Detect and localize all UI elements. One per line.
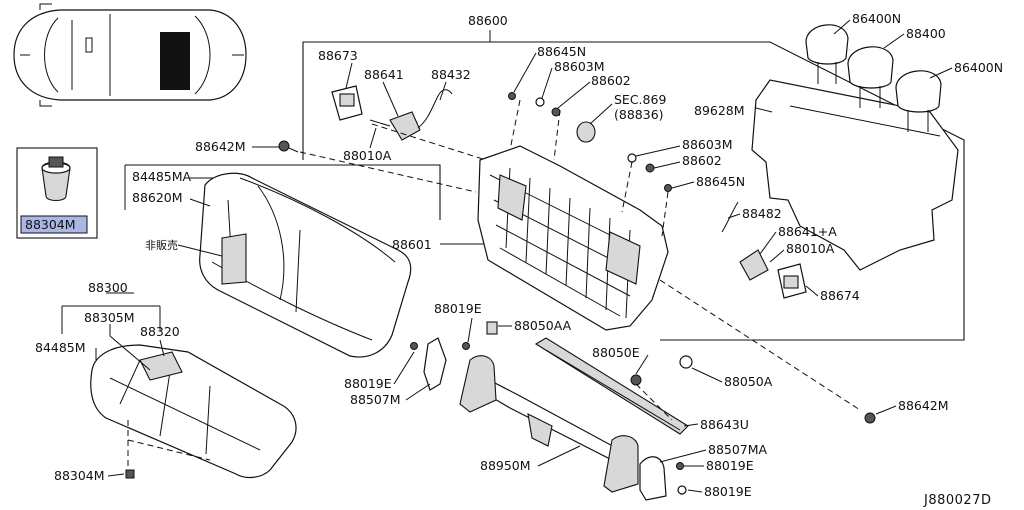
part-label-88645n-mid: 88645N bbox=[696, 174, 745, 189]
clip-88603m-top[interactable] bbox=[535, 97, 545, 107]
assembly-frame-88600: 88600 bbox=[124, 13, 965, 341]
highlight-badge bbox=[20, 215, 88, 234]
part-88304m-box[interactable]: 88304M bbox=[16, 147, 98, 239]
part-label-88641-a: 88641+A bbox=[778, 224, 837, 239]
part-label-89628m: 89628M bbox=[694, 103, 745, 118]
cable-88432 bbox=[417, 89, 453, 129]
striker-88673[interactable] bbox=[331, 85, 363, 121]
part-label-88643u: 88643U bbox=[700, 417, 749, 432]
fastener-88642m-left[interactable] bbox=[278, 140, 299, 153]
part-label-88304m-box: 88304M bbox=[25, 217, 76, 232]
part-label-88674: 88674 bbox=[820, 288, 860, 303]
part-label-84485m: 84485M bbox=[35, 340, 86, 355]
clip-88603m-mid[interactable] bbox=[627, 153, 637, 163]
clip-88602-mid[interactable] bbox=[645, 163, 655, 173]
screw-88019e-r1[interactable] bbox=[676, 462, 684, 470]
part-label-88050a: 88050A bbox=[724, 374, 773, 389]
part-label-88050e: 88050E bbox=[592, 345, 640, 360]
part-label-88603m-mid: 88603M bbox=[682, 137, 733, 152]
part-label-88010a-left: 88010A bbox=[343, 148, 392, 163]
part-label-88645n-top: 88645N bbox=[537, 44, 586, 59]
clip-88645n-top[interactable] bbox=[508, 92, 516, 100]
tag-not-for-sale bbox=[221, 233, 247, 285]
part-label-84485ma: 84485MA bbox=[132, 169, 192, 184]
sec-869-part[interactable] bbox=[576, 121, 596, 143]
part-label-sec-869-sub: (88836) bbox=[614, 107, 664, 122]
part-label-88642m-top: 88642M bbox=[195, 139, 246, 154]
part-label-88507ma: 88507MA bbox=[708, 442, 768, 457]
car-top-view-thumbnail bbox=[13, 3, 247, 107]
back-panel-89628m[interactable] bbox=[751, 79, 959, 271]
clip-88645n-mid[interactable] bbox=[664, 184, 672, 192]
part-label-88507m: 88507M bbox=[350, 392, 401, 407]
seat-back-frame-88601[interactable] bbox=[477, 145, 669, 331]
part-label-88320: 88320 bbox=[140, 324, 180, 339]
leader-lines bbox=[61, 19, 953, 493]
hinge-88507ma[interactable] bbox=[639, 456, 667, 501]
part-label-88432: 88432 bbox=[431, 67, 471, 82]
part-label-88019e-r1: 88019E bbox=[706, 458, 754, 473]
seat-bracket-88950m[interactable] bbox=[459, 355, 639, 493]
part-label-88601: 88601 bbox=[392, 237, 432, 252]
bolt-88050a[interactable] bbox=[679, 355, 693, 369]
part-label-88642m-right: 88642M bbox=[898, 398, 949, 413]
part-label-88010a-right: 88010A bbox=[786, 241, 835, 256]
bolt-88050aa[interactable] bbox=[486, 321, 498, 335]
part-label-88673: 88673 bbox=[318, 48, 358, 63]
latch-88641[interactable] bbox=[369, 111, 421, 141]
striker-88674[interactable] bbox=[777, 263, 807, 299]
part-label-88602-top: 88602 bbox=[591, 73, 631, 88]
part-label-88482: 88482 bbox=[742, 206, 782, 221]
part-label-88300: 88300 bbox=[88, 280, 128, 295]
seat-cushion-88300[interactable] bbox=[90, 344, 297, 479]
clip-88304m-bottom[interactable] bbox=[125, 469, 135, 479]
part-label-86400n-top: 86400N bbox=[852, 11, 901, 26]
part-label-sec-869: SEC.869 bbox=[614, 92, 666, 107]
part-label-88603m-top: 88603M bbox=[554, 59, 605, 74]
part-label-88950m: 88950M bbox=[480, 458, 531, 473]
seat-rail-88643u[interactable] bbox=[534, 337, 689, 435]
part-label-86400n-right: 86400N bbox=[954, 60, 1003, 75]
part-label-88620m: 88620M bbox=[132, 190, 183, 205]
part-label-88641: 88641 bbox=[364, 67, 404, 82]
screw-88019e-r2[interactable] bbox=[677, 485, 687, 495]
part-label-88019e-r2: 88019E bbox=[704, 484, 752, 499]
part-label-88600: 88600 bbox=[468, 13, 508, 28]
screw-88019e-left[interactable] bbox=[410, 342, 418, 350]
part-label-88019e-top: 88019E bbox=[434, 301, 482, 316]
fastener-88642m-right[interactable] bbox=[864, 412, 876, 424]
diagram-reference-code: J880027D bbox=[923, 493, 991, 508]
headrest-88400-center[interactable] bbox=[847, 46, 894, 108]
hinge-88507m[interactable] bbox=[423, 337, 447, 391]
part-label-88400: 88400 bbox=[906, 26, 946, 41]
part-label-88050aa: 88050AA bbox=[514, 318, 572, 333]
part-label-88019e-left: 88019E bbox=[344, 376, 392, 391]
latch-88641-a[interactable] bbox=[739, 249, 769, 281]
screw-88019e-top[interactable] bbox=[462, 342, 470, 350]
headrest-86400n-right[interactable] bbox=[895, 70, 942, 132]
seat-back-cushion-88620m[interactable] bbox=[199, 172, 412, 358]
bolt-88050e[interactable] bbox=[630, 374, 642, 386]
clip-88602-top[interactable] bbox=[551, 107, 561, 117]
part-label-88602-mid: 88602 bbox=[682, 153, 722, 168]
headrest-86400n-left[interactable] bbox=[805, 24, 849, 84]
not-for-sale-note: 非販売 bbox=[145, 239, 178, 252]
part-label-88304m-bottom: 88304M bbox=[54, 468, 105, 483]
part-label-88305m: 88305M bbox=[84, 310, 135, 325]
